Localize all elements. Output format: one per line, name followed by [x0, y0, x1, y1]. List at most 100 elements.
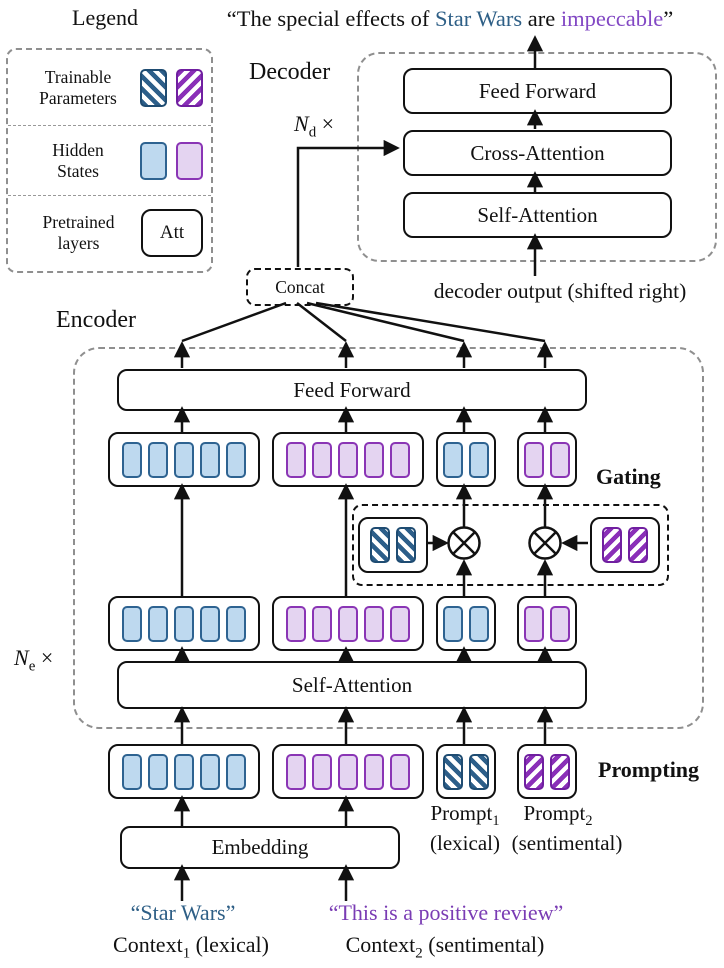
- solid-purple-cell: [286, 605, 306, 642]
- legend-hidden-line1: Hidden: [52, 139, 104, 160]
- output-part1: “The special effects of: [226, 6, 435, 31]
- encoder-label: Encoder: [56, 307, 136, 333]
- solid-blue-cell: [174, 753, 194, 790]
- output-part2: are: [522, 6, 561, 31]
- hidden-row2-context1: [108, 596, 260, 651]
- prompting-label: Prompting: [598, 757, 700, 782]
- prompt1-type: (lexical): [430, 831, 500, 855]
- output-impeccable: impeccable: [560, 6, 664, 31]
- hidden-row2-prompt1: [436, 596, 496, 651]
- context2-name: Context: [345, 932, 416, 957]
- gating-box: [352, 504, 669, 586]
- ne-times: ×: [35, 645, 54, 670]
- prompt2-params: [517, 744, 577, 799]
- hidden-purple-swatch: [176, 141, 203, 180]
- legend-box: Trainable Parameters Hidden States Pretr…: [6, 48, 213, 273]
- encoder-self-attention: Self-Attention: [117, 661, 587, 709]
- solid-blue-cell: [226, 605, 246, 642]
- solid-blue-cell: [148, 441, 168, 478]
- context2-type: (sentimental): [428, 932, 545, 957]
- context1-quote: “Star Wars”: [130, 900, 236, 925]
- solid-blue-cell: [140, 141, 167, 180]
- context1-subscript: 1: [182, 945, 191, 962]
- hidden-row1-context2: [272, 432, 424, 487]
- prompt2-label: Prompt2: [508, 801, 608, 830]
- solid-blue-cell: [469, 605, 489, 642]
- prompt1-params: [436, 744, 496, 799]
- output-sentence: “The special effects of Star Wars are im…: [176, 6, 724, 32]
- legend-pretrained-line2: layers: [57, 232, 100, 253]
- hatch-purple-cell: [550, 753, 570, 790]
- prompt2-subscript: 2: [585, 813, 593, 830]
- legend-pretrained-label: Pretrained layers: [16, 212, 141, 254]
- hidden-blue-swatch: [140, 141, 167, 180]
- ne-repeat-label: Ne ×: [14, 645, 53, 675]
- solid-blue-cell: [148, 605, 168, 642]
- gating-purple-params: [590, 517, 660, 573]
- legend-row-pretrained: Pretrained layers Att: [8, 195, 211, 269]
- hatch-blue-cell: [370, 527, 390, 563]
- solid-purple-cell: [390, 605, 410, 642]
- nd-repeat-label: Nd ×: [294, 111, 334, 141]
- hidden-row1-context1: [108, 432, 260, 487]
- hatch-purple-cell: [628, 527, 648, 563]
- legend-trainable-swatches: [140, 68, 203, 107]
- solid-blue-cell: [200, 753, 220, 790]
- decoder-input-label: decoder output (shifted right): [433, 279, 687, 303]
- hidden-row2-context2: [272, 596, 424, 651]
- hatch-purple-cell: [602, 527, 622, 563]
- solid-blue-cell: [122, 441, 142, 478]
- hidden-row1-prompt1: [436, 432, 496, 487]
- nd-symbol: N: [294, 111, 309, 136]
- hidden-row2-prompt2: [517, 596, 577, 651]
- solid-purple-cell: [390, 441, 410, 478]
- solid-purple-cell: [364, 753, 384, 790]
- context1-type: (lexical): [195, 932, 269, 957]
- ne-subscript: e: [28, 658, 36, 675]
- solid-blue-cell: [469, 441, 489, 478]
- context1-label: Context1 (lexical): [96, 932, 286, 962]
- nd-subscript: d: [308, 124, 317, 141]
- legend-row-trainable: Trainable Parameters: [8, 50, 211, 125]
- legend-row-hidden: Hidden States: [8, 125, 211, 195]
- solid-purple-cell: [312, 441, 332, 478]
- encoder-box: [73, 347, 704, 729]
- solid-blue-cell: [174, 605, 194, 642]
- gating-label: Gating: [596, 464, 661, 489]
- embedding-box: Embedding: [120, 826, 400, 869]
- solid-purple-cell: [176, 141, 203, 180]
- encoder-feed-forward: Feed Forward: [117, 369, 587, 411]
- solid-purple-cell: [364, 605, 384, 642]
- context2-label: Context2 (sentimental): [298, 932, 592, 962]
- hatch-blue-cell: [469, 753, 489, 790]
- hatch-blue-cell: [396, 527, 416, 563]
- solid-blue-cell: [122, 753, 142, 790]
- legend-hidden-line2: States: [57, 160, 99, 181]
- prompt2-name: Prompt: [523, 801, 586, 825]
- solid-blue-cell: [122, 605, 142, 642]
- solid-purple-cell: [524, 605, 544, 642]
- embedded-context1-states: [108, 744, 260, 799]
- solid-blue-cell: [443, 441, 463, 478]
- solid-purple-cell: [390, 753, 410, 790]
- att-swatch-box: Att: [141, 208, 203, 257]
- legend-hidden-swatches: [140, 141, 203, 180]
- hatch-blue-cell: [140, 68, 167, 107]
- ne-symbol: N: [14, 645, 29, 670]
- solid-purple-cell: [550, 441, 570, 478]
- solid-purple-cell: [524, 441, 544, 478]
- solid-purple-cell: [312, 605, 332, 642]
- solid-blue-cell: [200, 605, 220, 642]
- solid-purple-cell: [364, 441, 384, 478]
- legend-pretrained-swatch: Att: [141, 208, 203, 257]
- legend-trainable-line2: Parameters: [39, 87, 117, 108]
- solid-purple-cell: [286, 753, 306, 790]
- prompt1-label: Prompt1: [417, 801, 513, 830]
- solid-blue-cell: [226, 753, 246, 790]
- context2-quote: “This is a positive review”: [328, 900, 564, 925]
- prompt2-type: (sentimental): [511, 831, 623, 855]
- decoder-feed-forward: Feed Forward: [403, 68, 672, 114]
- legend-heading: Legend: [72, 5, 138, 30]
- context2-subscript: 2: [415, 945, 423, 962]
